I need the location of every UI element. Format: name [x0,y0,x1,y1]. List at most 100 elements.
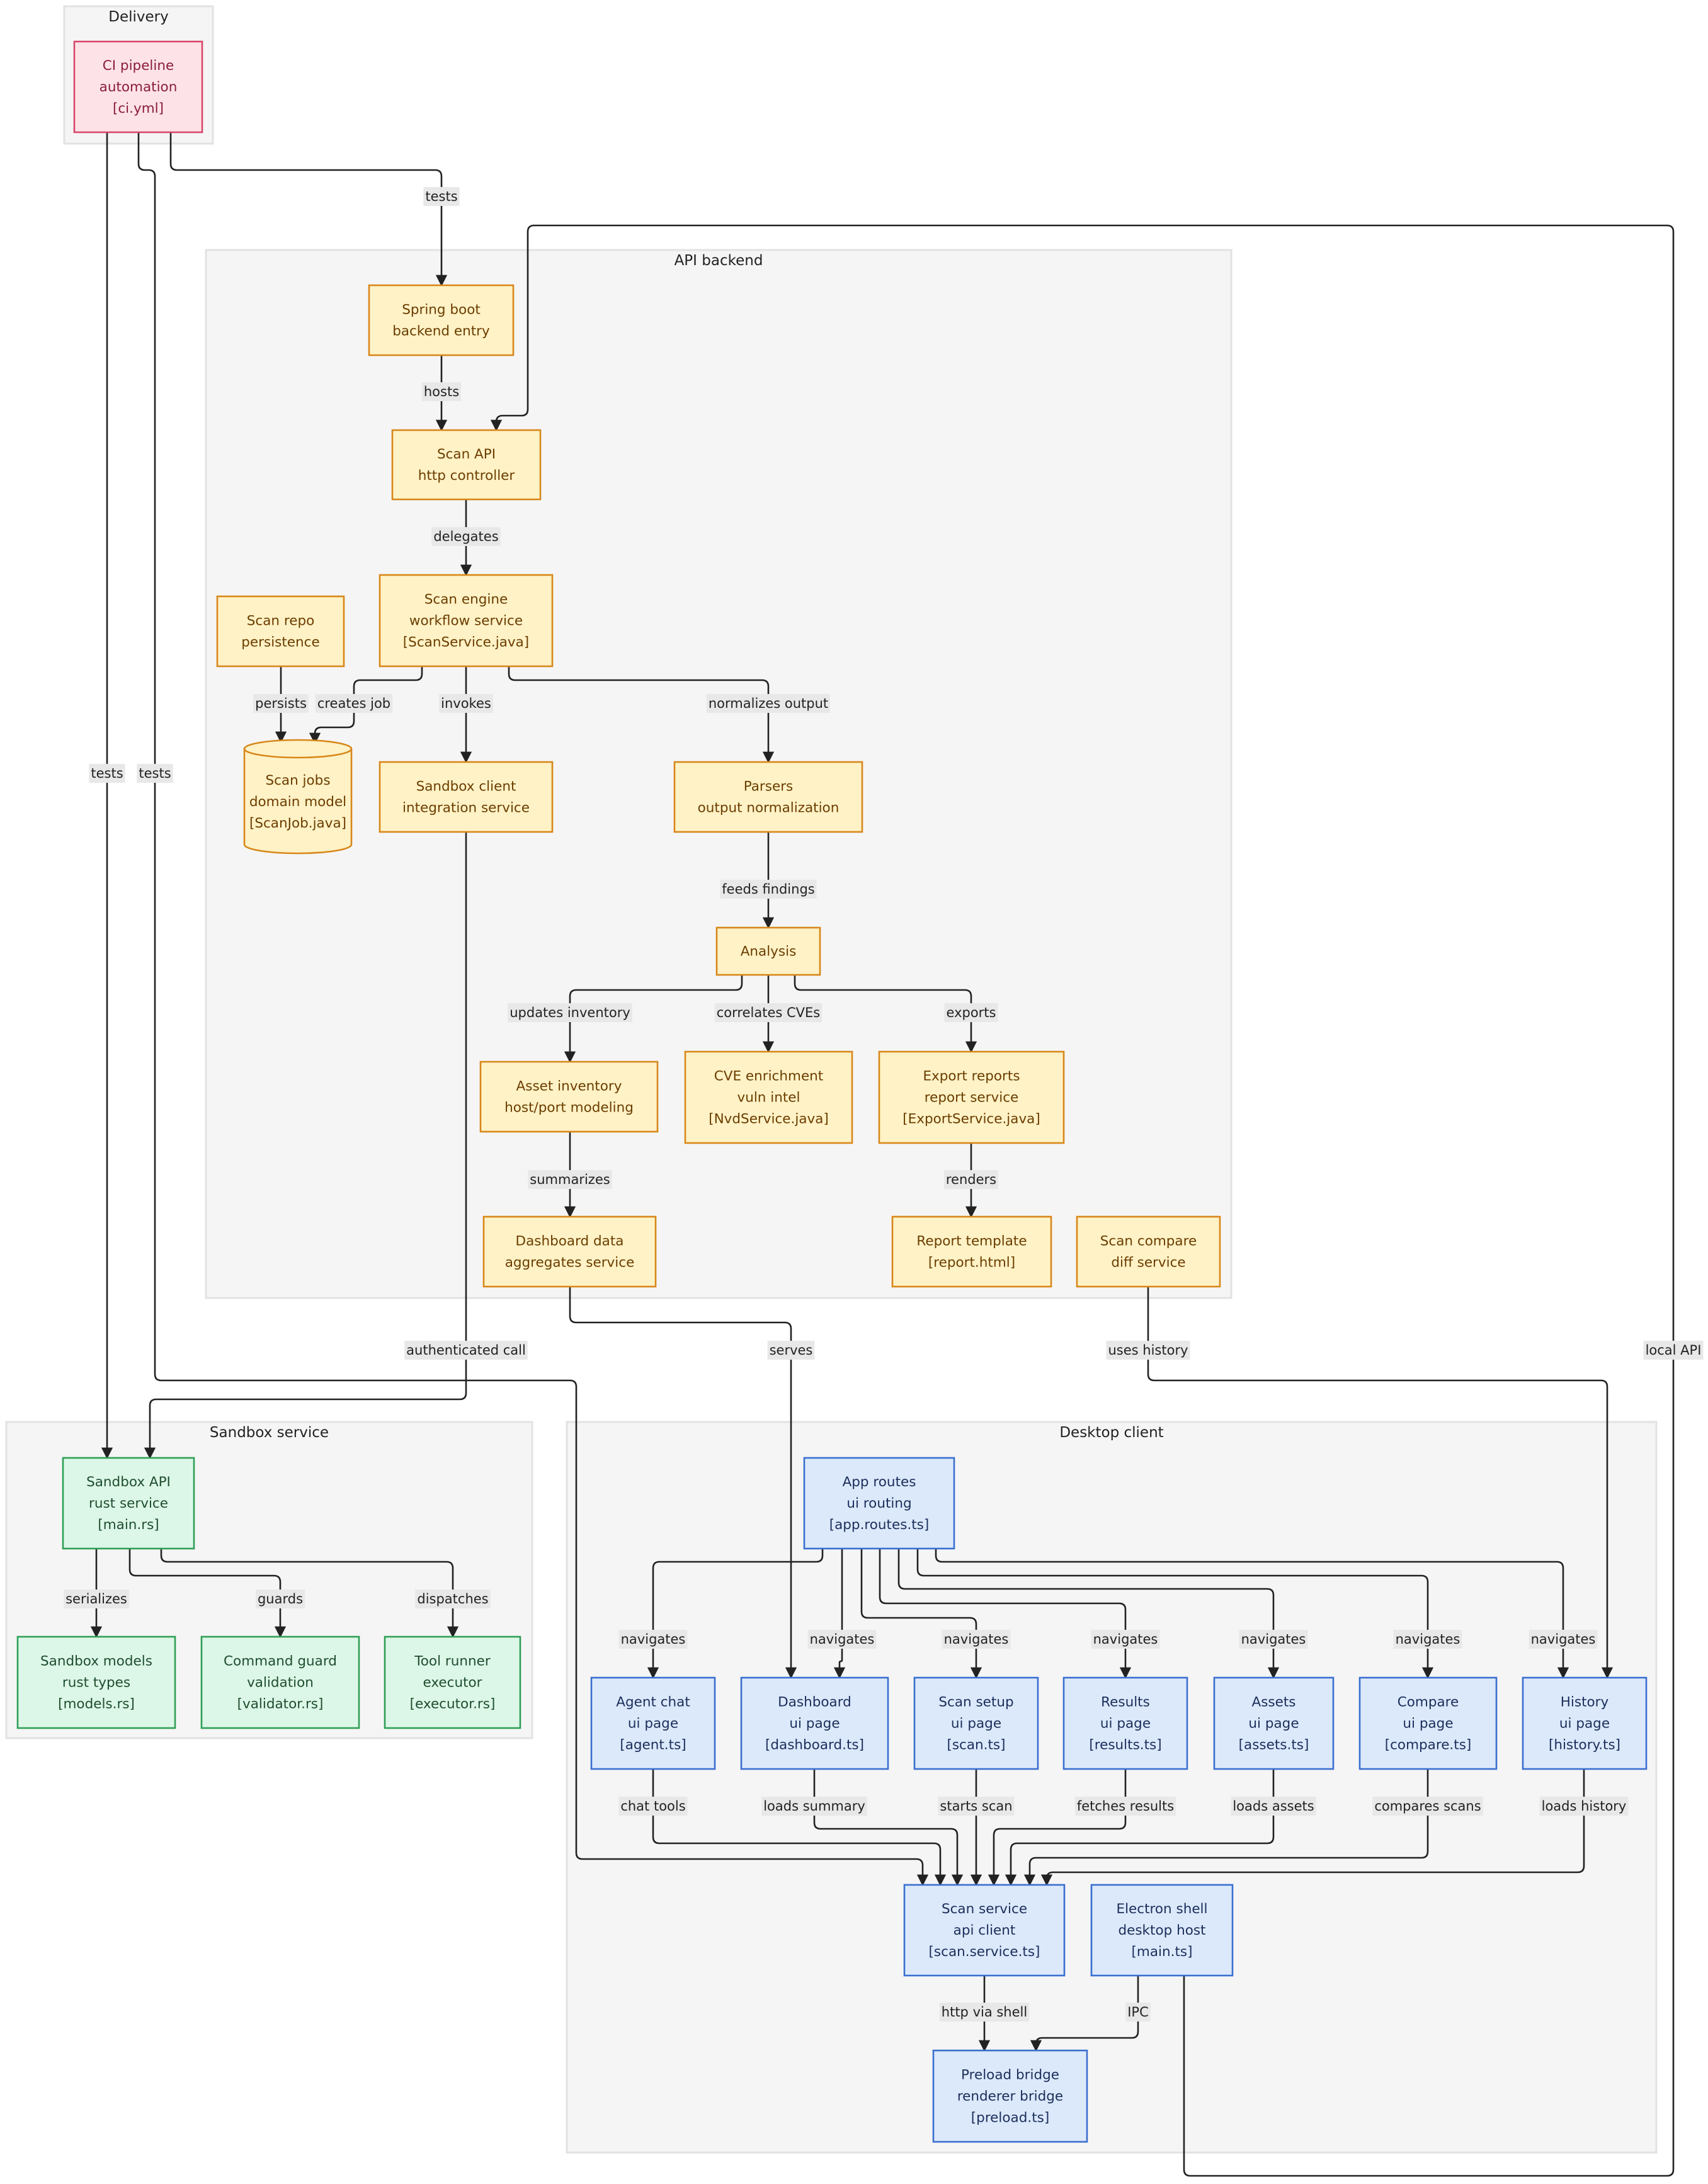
node-analysis[interactable]: Analysis [715,926,821,976]
edge-label-electron_scanapi: local API [1643,1341,1704,1360]
node-sbmodels-line-0: Sandbox models [40,1654,152,1669]
edge-ci_scansvc [137,132,929,1886]
node-guard-line-1: validation [247,1675,314,1691]
edge-label-bg [1529,1630,1598,1649]
edge-history_scansvc [1040,1769,1585,1886]
node-runner-line-2: [executor.rs] [410,1697,496,1712]
node-dashdata-box [482,1215,657,1288]
node-template[interactable]: Report template[report.html] [891,1215,1052,1288]
node-scansetup-line-0: Scan setup [938,1695,1013,1710]
edge-label-text: tests [139,766,171,781]
node-cve-box [684,1050,853,1144]
node-parsers-box [673,761,863,833]
cluster-desktop-box [566,1421,1658,2154]
node-sbmodels[interactable]: Sandbox models rust types [models.rs] [16,1635,176,1729]
node-sbmodels-line-2: [models.rs] [58,1697,135,1712]
node-dashboard-line-1: ui page [789,1716,840,1732]
node-cve-line-0: CVE enrichment [714,1069,823,1084]
edge-label-routes_scansetup: navigates [942,1630,1011,1649]
edge-routes_agent [647,1549,824,1679]
node-electron-line-2: [main.ts] [1132,1944,1193,1960]
node-runner-line-0: Tool runner [414,1654,491,1669]
edge-label-text: guards [258,1591,303,1607]
edge-label-bg [528,1170,612,1189]
node-asset[interactable]: Asset inventory host/port modeling [479,1061,659,1133]
node-asset-line-0: Asset inventory [516,1079,622,1095]
edge-label-dashboard_scansvc: loads summary [761,1797,867,1816]
node-jobs-line-1: domain model [249,794,346,810]
edge-label-text: fetches results [1077,1799,1174,1814]
node-dashboard-line-0: Dashboard [778,1695,851,1710]
edge-label-analysis_cve: correlates CVEs [714,1003,823,1022]
node-agent-line-0: Agent chat [616,1695,690,1710]
edge-label-text: navigates [1241,1632,1306,1647]
edge-label-bg [942,1630,1011,1649]
edge-routes_compare [916,1549,1434,1679]
node-history-box [1522,1676,1648,1770]
edge-dashdata_dashboard [569,1287,797,1679]
node-sbapi-line-1: rust service [89,1496,168,1511]
edge-label-bg [1106,1341,1190,1360]
node-sbmodels-box [16,1635,176,1729]
node-dashboard-box [740,1676,889,1770]
edge-label-bg [253,694,309,713]
edge-label-ci_scansvc: tests [137,764,173,783]
edge-label-bg [255,1590,305,1608]
node-asset-box [479,1061,659,1133]
edge-label-compare_history: uses history [1106,1341,1190,1360]
edge-sbclient_sbapi [144,832,467,1459]
node-sbmodels-line-1: rust types [62,1675,130,1691]
edge-label-bg [938,1797,1015,1816]
edge-label-routes_history: navigates [1529,1630,1598,1649]
node-repo-line-0: Scan repo [247,613,315,629]
edge-label-bg [807,1630,877,1649]
edge-label-text: http via shell [942,2005,1027,2020]
node-electron-box [1090,1884,1234,1977]
node-scansvc-box [903,1884,1066,1977]
node-ci-line-1: automation [100,79,178,95]
node-preload-line-0: Preload bridge [961,2067,1059,2083]
edge-label-text: serializes [65,1591,127,1607]
node-scanapi-line-0: Scan API [437,446,496,462]
node-asset-line-1: host/port modeling [504,1100,634,1116]
edge-label-bg [508,1003,632,1022]
edge-label-bg [1125,2003,1151,2022]
edge-label-text: navigates [621,1632,686,1647]
edge-label-text: chat tools [620,1799,685,1814]
edge-label-bg [1372,1797,1483,1816]
node-guard-line-2: [validator.rs] [237,1697,324,1712]
edge-label-routes_results: navigates [1091,1630,1160,1649]
edge-label-bg [1539,1797,1629,1816]
cluster-desktop: Desktop client [566,1421,1658,2154]
node-results-line-1: ui page [1100,1716,1151,1732]
node-scansvc-line-1: api client [954,1923,1016,1938]
node-compare-box [1076,1215,1221,1288]
